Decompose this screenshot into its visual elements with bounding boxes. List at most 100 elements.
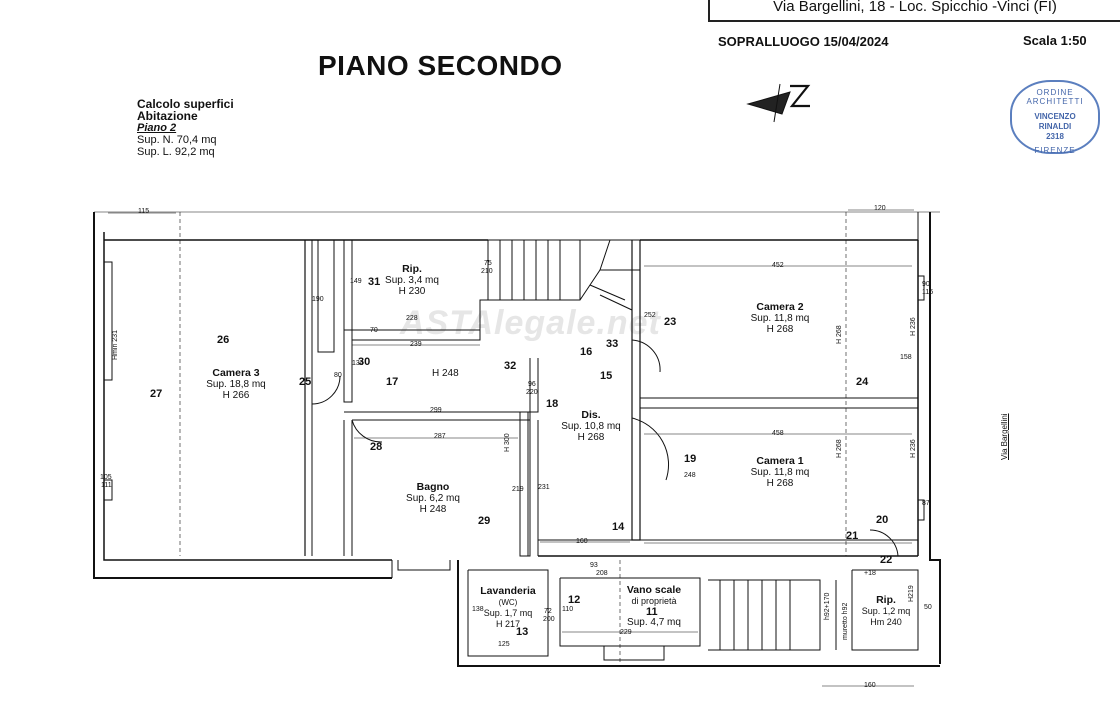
- dim-138: 138: [472, 606, 484, 613]
- surface-net: Sup. N. 70,4 mq: [137, 134, 217, 146]
- dim-149: 149: [350, 278, 362, 285]
- room-name: Rip.: [876, 594, 896, 606]
- dim-50: 50: [924, 604, 932, 611]
- room-height: H 266: [222, 390, 250, 401]
- room-name: Bagno: [416, 481, 450, 493]
- room-height: H 248: [419, 504, 447, 515]
- marker-15: 15: [600, 370, 613, 382]
- dim-231: 231: [538, 484, 550, 491]
- dim-75: 75: [484, 260, 492, 267]
- dim-208: 208: [596, 570, 608, 577]
- room-area: Sup. 11,8 mq: [750, 313, 810, 324]
- dim-219: 219: [512, 486, 524, 493]
- stamp-num: 2318: [1046, 132, 1064, 141]
- room-camera-1: Camera 1 Sup. 11,8 mq H 268: [740, 455, 820, 490]
- room-height: H 230: [398, 286, 426, 297]
- room-height: H 217: [495, 619, 521, 629]
- surface-summary: Calcolo superfici Abitazione Piano 2 Sup…: [137, 98, 234, 158]
- marker-27: 27: [150, 388, 163, 400]
- dim-452: 452: [772, 262, 784, 269]
- room-area: Sup. 18,8 mq: [206, 379, 266, 390]
- room-height: H 268: [577, 432, 605, 443]
- dim-252: 252: [644, 312, 656, 319]
- height-rip2: H219: [908, 585, 915, 602]
- marker-23: 23: [664, 316, 677, 328]
- marker-29: 29: [478, 515, 491, 527]
- room-area: Sup. 1,2 mq: [861, 606, 911, 616]
- dim-299: 299: [430, 407, 442, 414]
- height-camera2-b: H 236: [910, 317, 917, 336]
- room-name: Camera 1: [756, 455, 804, 467]
- dim-229: 229: [620, 629, 632, 636]
- marker-19: 19: [684, 453, 697, 465]
- survey-date: SOPRALLUOGO 15/04/2024: [718, 34, 889, 49]
- height-camera2: H 268: [836, 325, 843, 344]
- marker-18: 18: [546, 398, 559, 410]
- height-corridor: H 248: [432, 368, 459, 379]
- room-name: Vano scale: [626, 584, 682, 596]
- room-name: Lavanderia: [480, 585, 536, 597]
- room-name: Dis.: [581, 409, 601, 421]
- room-area: Sup. 11,8 mq: [750, 467, 810, 478]
- marker-20: 20: [876, 514, 889, 526]
- dim-111: 111: [101, 482, 112, 489]
- marker-24: 24: [856, 376, 869, 388]
- height-hmin: Hmin 231: [112, 330, 119, 360]
- dim-105: 105: [100, 474, 112, 481]
- scale-label: Scala 1:50: [1023, 33, 1087, 48]
- height-camera1-b: H 236: [910, 439, 917, 458]
- room-area: Sup. 3,4 mq: [385, 275, 439, 286]
- dim-200: 200: [543, 616, 555, 623]
- marker-26: 26: [217, 334, 230, 346]
- marker-12: 12: [568, 594, 581, 606]
- surface-gross: Sup. L. 92,2 mq: [137, 146, 215, 158]
- watermark: ASTAlegale.net: [400, 304, 661, 342]
- dim-228: 228: [406, 315, 418, 322]
- marker-17: 17: [386, 376, 399, 388]
- room-dis: Dis. Sup. 10,8 mq H 268: [556, 409, 626, 444]
- stamp-top: ORDINE ARCHITETTI: [1026, 88, 1084, 106]
- page-title: PIANO SECONDO: [318, 50, 563, 81]
- room-area: Sup. 6,2 mq: [406, 493, 460, 504]
- dim-72: 72: [544, 608, 552, 615]
- dim-70: 70: [370, 327, 378, 334]
- room-bagno: Bagno Sup. 6,2 mq H 248: [400, 481, 466, 516]
- marker-13: 13: [516, 626, 529, 638]
- room-area: Sup. 4,7 mq: [627, 617, 681, 628]
- room-note: (WC): [498, 598, 518, 607]
- dim-90: 90: [922, 281, 930, 288]
- dim-239: 239: [410, 341, 422, 348]
- marker-11: 11: [646, 606, 658, 618]
- marker-16: 16: [580, 346, 593, 358]
- room-camera-2: Camera 2 Sup. 11,8 mq H 268: [740, 302, 820, 336]
- dim-93: 93: [590, 562, 598, 569]
- room-area: Sup. 1,7 mq: [483, 608, 533, 618]
- dim-220: 220: [526, 389, 538, 396]
- dim-120: 120: [874, 205, 886, 212]
- dim-110: 110: [562, 606, 574, 613]
- height-bagno-max: H 300: [504, 433, 511, 452]
- marker-30: 30: [358, 356, 371, 368]
- marker-31: 31: [368, 276, 381, 288]
- dim-158: 158: [900, 354, 912, 361]
- architect-stamp: ORDINE ARCHITETTI VINCENZO RINALDI 2318 …: [1010, 80, 1100, 155]
- room-height: H 268: [766, 478, 794, 489]
- stamp-bottom: FIRENZE: [1034, 146, 1076, 155]
- dim-96: 96: [528, 381, 536, 388]
- room-name: Camera 3: [212, 367, 260, 379]
- dim-134: 134: [352, 360, 364, 367]
- surface-floor: Piano 2: [137, 122, 177, 134]
- height-h92: h92+170: [824, 592, 831, 620]
- address-box: Via Bargellini, 18 - Loc. Spicchio -Vinc…: [708, 0, 1120, 22]
- dim-plus18: +18: [864, 570, 876, 577]
- room-area: Sup. 10,8 mq: [561, 421, 621, 432]
- room-camera-3: Camera 3 Sup. 18,8 mq H 266: [196, 367, 276, 402]
- dim-115: 115: [138, 208, 150, 215]
- surface-heading: Calcolo superfici: [137, 97, 234, 111]
- surface-sub: Abitazione: [137, 109, 198, 123]
- dim-248: 248: [684, 472, 696, 479]
- dim-87: 87: [922, 500, 930, 507]
- marker-22: 22: [880, 554, 893, 566]
- dim-287: 287: [434, 433, 446, 440]
